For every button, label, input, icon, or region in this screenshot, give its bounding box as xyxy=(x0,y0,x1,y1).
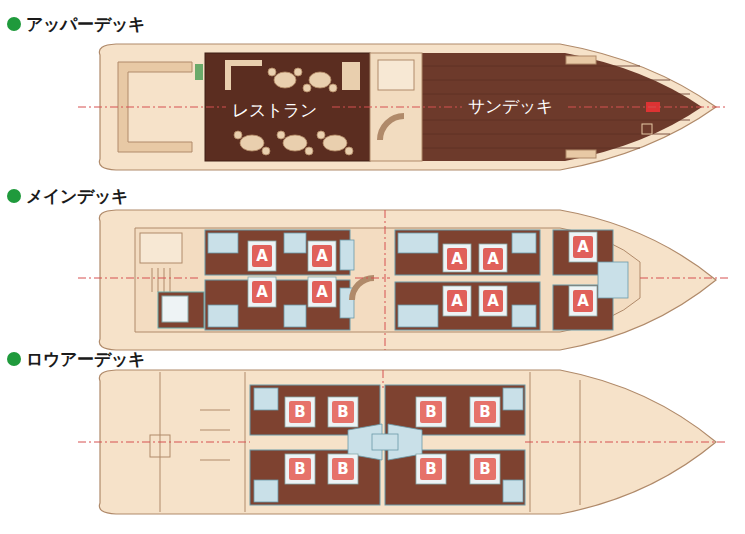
room-name: レストラン xyxy=(232,100,317,120)
cabin-type-letter: B xyxy=(425,403,436,421)
cabin-type-tag: B xyxy=(332,458,354,480)
cabin-type-tag: A xyxy=(447,290,467,312)
cabin-type-tag: B xyxy=(420,458,442,480)
cabin-type-letter: A xyxy=(487,292,499,310)
cabin-type-letter: B xyxy=(479,460,490,478)
deck-heading: アッパーデッキ xyxy=(26,14,145,34)
cabin-type-tag: A xyxy=(312,281,332,303)
cabin-type-letter: B xyxy=(294,460,305,478)
cabin-type-letter: A xyxy=(451,250,463,268)
cabin-type-tag: B xyxy=(289,401,311,423)
cabin-type-tag: A xyxy=(252,281,272,303)
cabin-type-letter: B xyxy=(479,403,490,421)
cabin-type-tag: A xyxy=(573,236,593,258)
cabin-type-tag: A xyxy=(447,248,467,270)
deck-heading: ロウアーデッキ xyxy=(26,349,145,369)
cabin-type-tag: B xyxy=(289,458,311,480)
cabin-type-tag: A xyxy=(312,245,332,267)
cabin-type-tag: A xyxy=(573,290,593,312)
cabin-type-tag: B xyxy=(474,458,496,480)
cabin-type-letter: A xyxy=(577,238,589,256)
cabin-type-letter: A xyxy=(577,292,589,310)
cabin-type-letter: B xyxy=(294,403,305,421)
cabin-type-letter: B xyxy=(337,403,348,421)
cabin-type-letter: A xyxy=(256,283,268,301)
cabin-type-tag: B xyxy=(332,401,354,423)
cabin-type-letter: A xyxy=(316,247,328,265)
cabin-type-letter: A xyxy=(256,247,268,265)
cabin-type-tag: A xyxy=(483,248,503,270)
cabin-type-tag: B xyxy=(420,401,442,423)
cabin-type-letter: B xyxy=(425,460,436,478)
cabin-type-tag: B xyxy=(474,401,496,423)
area-name: サンデッキ xyxy=(468,96,553,116)
cabin-type-letter: A xyxy=(451,292,463,310)
deck-heading: メインデッキ xyxy=(26,186,128,206)
cabin-type-letter: A xyxy=(316,283,328,301)
cabin-type-letter: B xyxy=(337,460,348,478)
cabin-type-tag: A xyxy=(483,290,503,312)
cabin-type-letter: A xyxy=(487,250,499,268)
cabin-type-tag: A xyxy=(252,245,272,267)
